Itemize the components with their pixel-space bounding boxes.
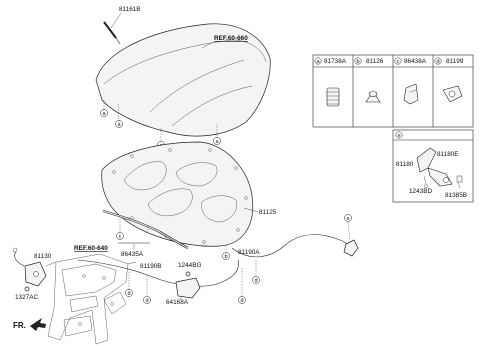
legend-box-e: e 81180E 81180 1243BD 81385B (392, 129, 474, 203)
hood-latch[interactable] (12, 247, 47, 287)
legend-part-86438A: 86438A (404, 58, 427, 65)
front-end-module (45, 253, 137, 345)
svg-text:a: a (215, 139, 219, 145)
svg-text:a: a (117, 122, 121, 128)
svg-text:b: b (356, 59, 359, 65)
callout-cable-d2: d (238, 268, 246, 304)
legend-cell-c: c 86438A (394, 57, 427, 105)
svg-text:a: a (316, 59, 320, 65)
svg-text:d: d (436, 59, 439, 65)
svg-text:e: e (346, 216, 349, 222)
svg-text:e: e (397, 133, 400, 139)
legend-part-81199: 81199 (446, 58, 464, 65)
callout-hood-a4: a (213, 124, 221, 145)
callout-cable-d3: d (143, 276, 151, 304)
legend-part-81385B: 81385B (445, 192, 467, 199)
bolt-1327AC[interactable] (24, 286, 30, 292)
callout-handle-e: e (344, 214, 352, 241)
legend-cell-b: b 81126 (354, 57, 384, 103)
ref-hood-link[interactable]: REF.60-660 (214, 35, 248, 42)
legend-cell-a: a 81738A (314, 57, 347, 107)
label-86435A: 86435A (121, 251, 144, 258)
label-1327AC: 1327AC (15, 294, 38, 301)
callout-hood-a1: a (100, 100, 108, 117)
hood-lifter[interactable] (103, 21, 121, 45)
bracket-clip-icon (403, 83, 419, 105)
label-81190B: 81190B (140, 263, 162, 270)
hood-seal-strip[interactable] (102, 209, 189, 249)
callout-hood-a2: a (115, 103, 123, 128)
legend-part-81738A: 81738A (324, 58, 347, 65)
legend-part-81180E: 81180E (437, 151, 459, 158)
label-64168A: 64168A (166, 299, 189, 306)
svg-text:c: c (397, 59, 400, 65)
svg-text:c: c (119, 234, 122, 240)
label-81161B: 81161B (119, 6, 141, 13)
label-81190A: 81190A (238, 249, 260, 256)
hood-insulator-pad[interactable] (101, 141, 254, 247)
callout-seal-c: c (116, 216, 150, 244)
front-direction-indicator: FR. (13, 318, 46, 331)
callout-cable-d1: d (252, 260, 260, 284)
callout-insulator-b: b (222, 246, 230, 260)
cable-holder-icon (442, 85, 463, 103)
svg-text:a: a (102, 111, 106, 117)
svg-text:d: d (240, 298, 243, 304)
release-handle[interactable] (343, 239, 359, 257)
fr-label: FR. (13, 321, 26, 330)
legend-part-81180: 81180 (396, 161, 414, 168)
bolt-1244BG[interactable] (185, 271, 191, 277)
hood-panel[interactable] (95, 23, 271, 137)
svg-text:d: d (254, 278, 257, 284)
ref-front-link[interactable]: REF.60-640 (74, 245, 108, 252)
clip-icon (365, 91, 381, 103)
front-arrow-icon (30, 318, 46, 331)
bumper-grommet-icon (326, 87, 340, 107)
svg-text:d: d (127, 291, 130, 297)
label-81125: 81125 (259, 209, 277, 216)
svg-text:b: b (224, 254, 227, 260)
legend-cell-d: d 81199 (434, 57, 464, 103)
callout-cable-d4: d (125, 272, 133, 297)
legend-part-81126: 81126 (366, 58, 384, 65)
svg-text:d: d (145, 298, 148, 304)
label-81130: 81130 (34, 253, 52, 260)
cable-bracket[interactable] (175, 277, 201, 299)
hood-latch-handle-icon (416, 147, 463, 189)
legend-part-1243BD: 1243BD (409, 188, 432, 195)
label-1244BG: 1244BG (178, 262, 201, 269)
